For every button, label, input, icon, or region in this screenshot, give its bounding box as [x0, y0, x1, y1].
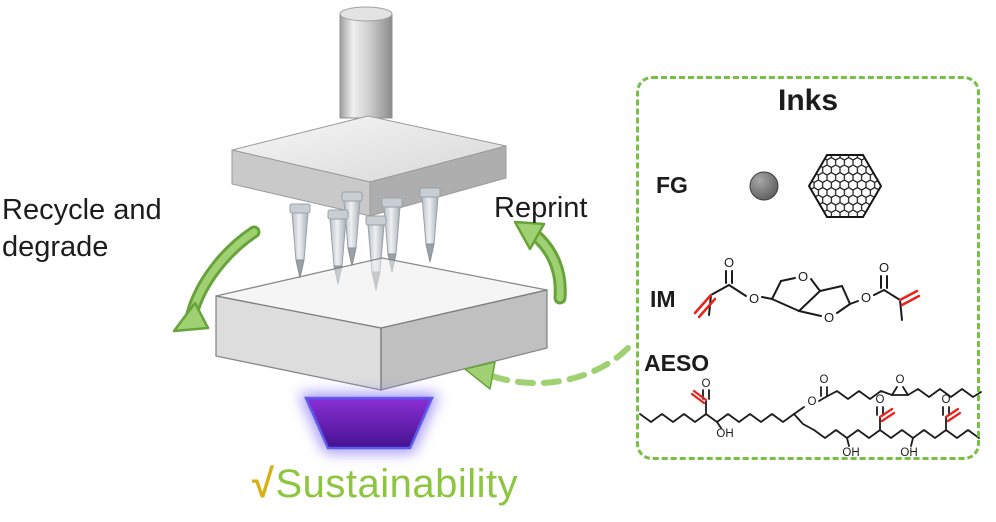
- check-icon: √: [252, 462, 275, 506]
- recycle-label-line1: Recycle and: [2, 194, 162, 226]
- sustainability-text: Sustainability: [275, 462, 519, 506]
- printer-nozzle: [419, 187, 441, 263]
- recycle-label-line2: degrade: [2, 231, 109, 263]
- ink-label-aeso: AESO: [644, 350, 710, 376]
- im-atom-label: O: [749, 291, 759, 306]
- printer-nozzle: [289, 203, 311, 279]
- aeso-structure: O OH O O O O O OH OH: [639, 374, 982, 459]
- aeso-atom-label: OH: [716, 428, 733, 440]
- inks-panel-title: Inks: [777, 84, 839, 117]
- aeso-atom-label: O: [820, 374, 829, 386]
- fg-graphene-flake-icon: [807, 154, 883, 218]
- aeso-atom-label: O: [876, 394, 885, 406]
- printed-part: [299, 393, 439, 453]
- ink-label-im: IM: [650, 286, 676, 312]
- printer-plate: [231, 115, 507, 217]
- fg-nanosphere-icon: [749, 171, 779, 201]
- im-structure: O O O O O O: [693, 255, 921, 325]
- im-atom-label: O: [824, 310, 834, 325]
- resin-vat: [215, 257, 548, 391]
- printer-piston: [339, 6, 393, 119]
- aeso-atom-label: O: [702, 378, 711, 390]
- im-atom-label: O: [798, 269, 808, 284]
- recycle-label: Recycle and degrade: [2, 192, 162, 266]
- aeso-atom-label: OH: [900, 447, 917, 459]
- im-atom-label: O: [724, 255, 734, 270]
- reprint-arrow-icon: [513, 220, 567, 305]
- ink-flow-arrow-icon: [464, 345, 631, 390]
- im-atom-label: O: [861, 290, 871, 305]
- sustainability-label: √Sustainability: [252, 462, 518, 507]
- aeso-atom-label: OH: [842, 447, 859, 459]
- im-atom-label: O: [879, 260, 889, 275]
- inks-panel: [636, 76, 980, 460]
- aeso-atom-label: O: [942, 394, 951, 406]
- reprint-label: Reprint: [494, 192, 588, 224]
- ink-label-fg: FG: [656, 172, 688, 198]
- aeso-atom-label: O: [896, 374, 905, 386]
- aeso-atom-label: O: [808, 396, 817, 408]
- recycle-arrow-icon: [172, 225, 261, 333]
